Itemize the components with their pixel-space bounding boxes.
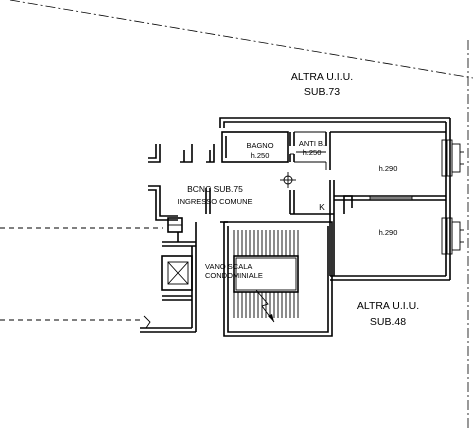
label-sub-48: SUB.48: [370, 316, 406, 328]
label-altra-uiu-73: ALTRA U.I.U.: [291, 71, 353, 83]
stair-steps-upper: [233, 230, 299, 256]
label-bagno: BAGNO: [246, 141, 273, 150]
stairwell: [220, 221, 333, 337]
boundary-line-diagonal: [9, 0, 473, 79]
label-room-upper-height: h.290: [379, 164, 398, 173]
label-room-lower-height: h.290: [379, 228, 398, 237]
window-right-lower: [441, 217, 464, 255]
door-symbol-icon: [280, 172, 296, 188]
apartment-walls: [219, 117, 451, 281]
label-ingresso-comune: INGRESSO COMUNE: [177, 197, 252, 206]
corridor-walls: [140, 144, 215, 333]
label-bagno-height: h.250: [251, 151, 270, 160]
stair-arrow-icon: [255, 289, 275, 323]
label-vano-scala: VANO SCALA: [205, 262, 252, 271]
label-bcnc-sub75: BCNC SUB.75: [187, 184, 243, 194]
label-altra-uiu-48: ALTRA U.I.U.: [357, 300, 419, 312]
window-right-upper: [441, 139, 464, 177]
label-anti-bagno-height: h.250: [303, 148, 322, 157]
label-anti-bagno: ANTI B.: [299, 139, 325, 148]
label-sub-73: SUB.73: [304, 86, 340, 98]
label-k: K: [319, 202, 325, 212]
label-condominiale: CONDOMINIALE: [205, 271, 263, 280]
elevator-shaft: [161, 255, 193, 291]
